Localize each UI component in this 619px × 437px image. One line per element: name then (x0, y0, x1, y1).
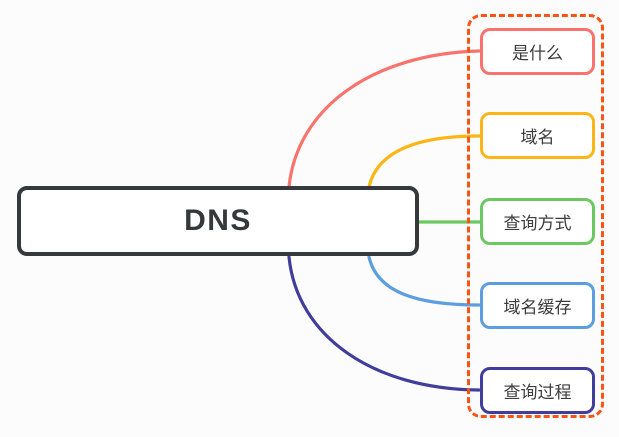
connector-domain-name (367, 134, 481, 189)
child-node-domain-cache[interactable]: 域名缓存 (480, 282, 595, 329)
child-node-what-it-is[interactable]: 是什么 (480, 28, 595, 75)
children-group-outline (467, 14, 604, 418)
child-node-query-methods[interactable]: 查询方式 (480, 198, 595, 245)
root-node-dns[interactable]: DNS (17, 186, 419, 256)
child-node-domain-name[interactable]: 域名 (480, 112, 595, 159)
child-node-query-process[interactable]: 查询过程 (480, 367, 595, 414)
connector-what-it-is (287, 49, 481, 189)
connector-query-process (287, 255, 481, 392)
connector-domain-cache (367, 255, 481, 307)
